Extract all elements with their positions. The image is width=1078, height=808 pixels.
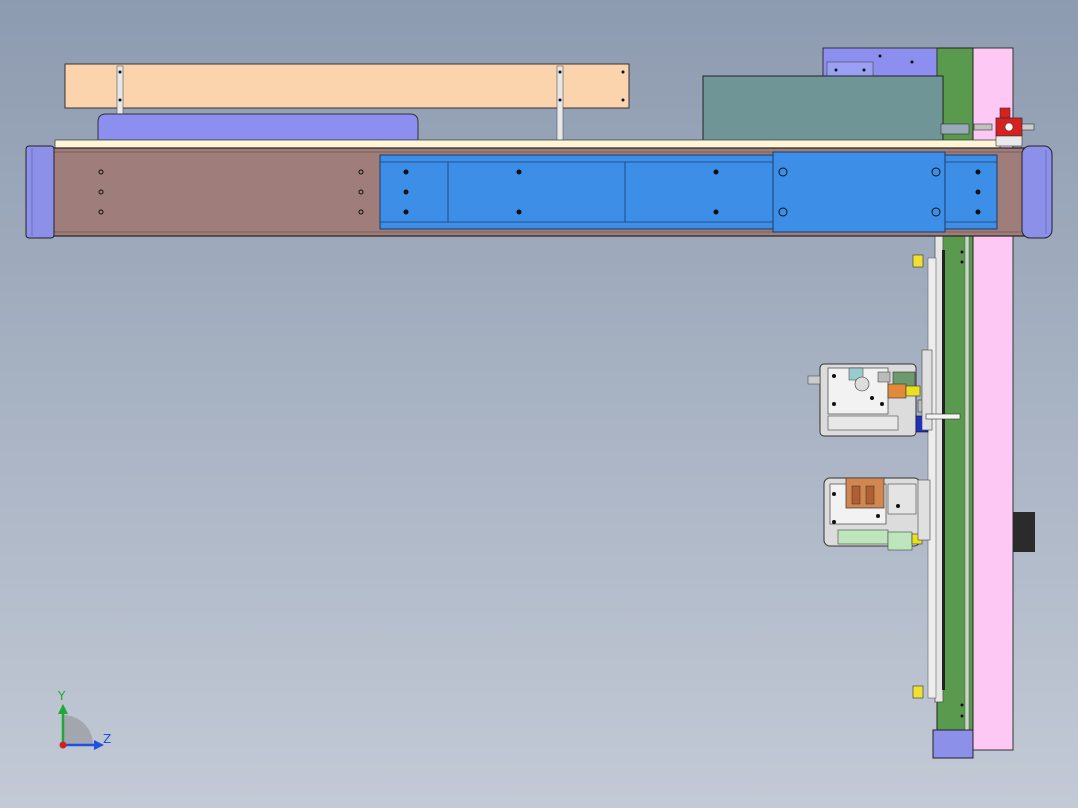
triad-arc	[63, 715, 93, 745]
end-cap-left	[25, 145, 55, 239]
cream-strip	[54, 139, 1001, 149]
top-lavender-housing	[822, 47, 938, 77]
y-axis-label: Y	[57, 689, 66, 703]
motor-box	[702, 75, 970, 147]
z-axis-label: Z	[103, 732, 111, 746]
end-cap-right	[1021, 145, 1053, 239]
lavender-cover	[97, 113, 419, 141]
gripper-assembly-upper	[807, 349, 961, 437]
carriage-plate	[379, 151, 998, 233]
x-axis-dot	[59, 741, 67, 749]
gripper-assembly-lower	[823, 477, 931, 551]
y-axis-arrow	[58, 704, 68, 714]
red-valve	[973, 107, 1035, 147]
coordinate-triad: Y Z	[57, 689, 111, 750]
z-axis-arrow	[94, 740, 104, 750]
top-rail-peach	[64, 63, 630, 151]
